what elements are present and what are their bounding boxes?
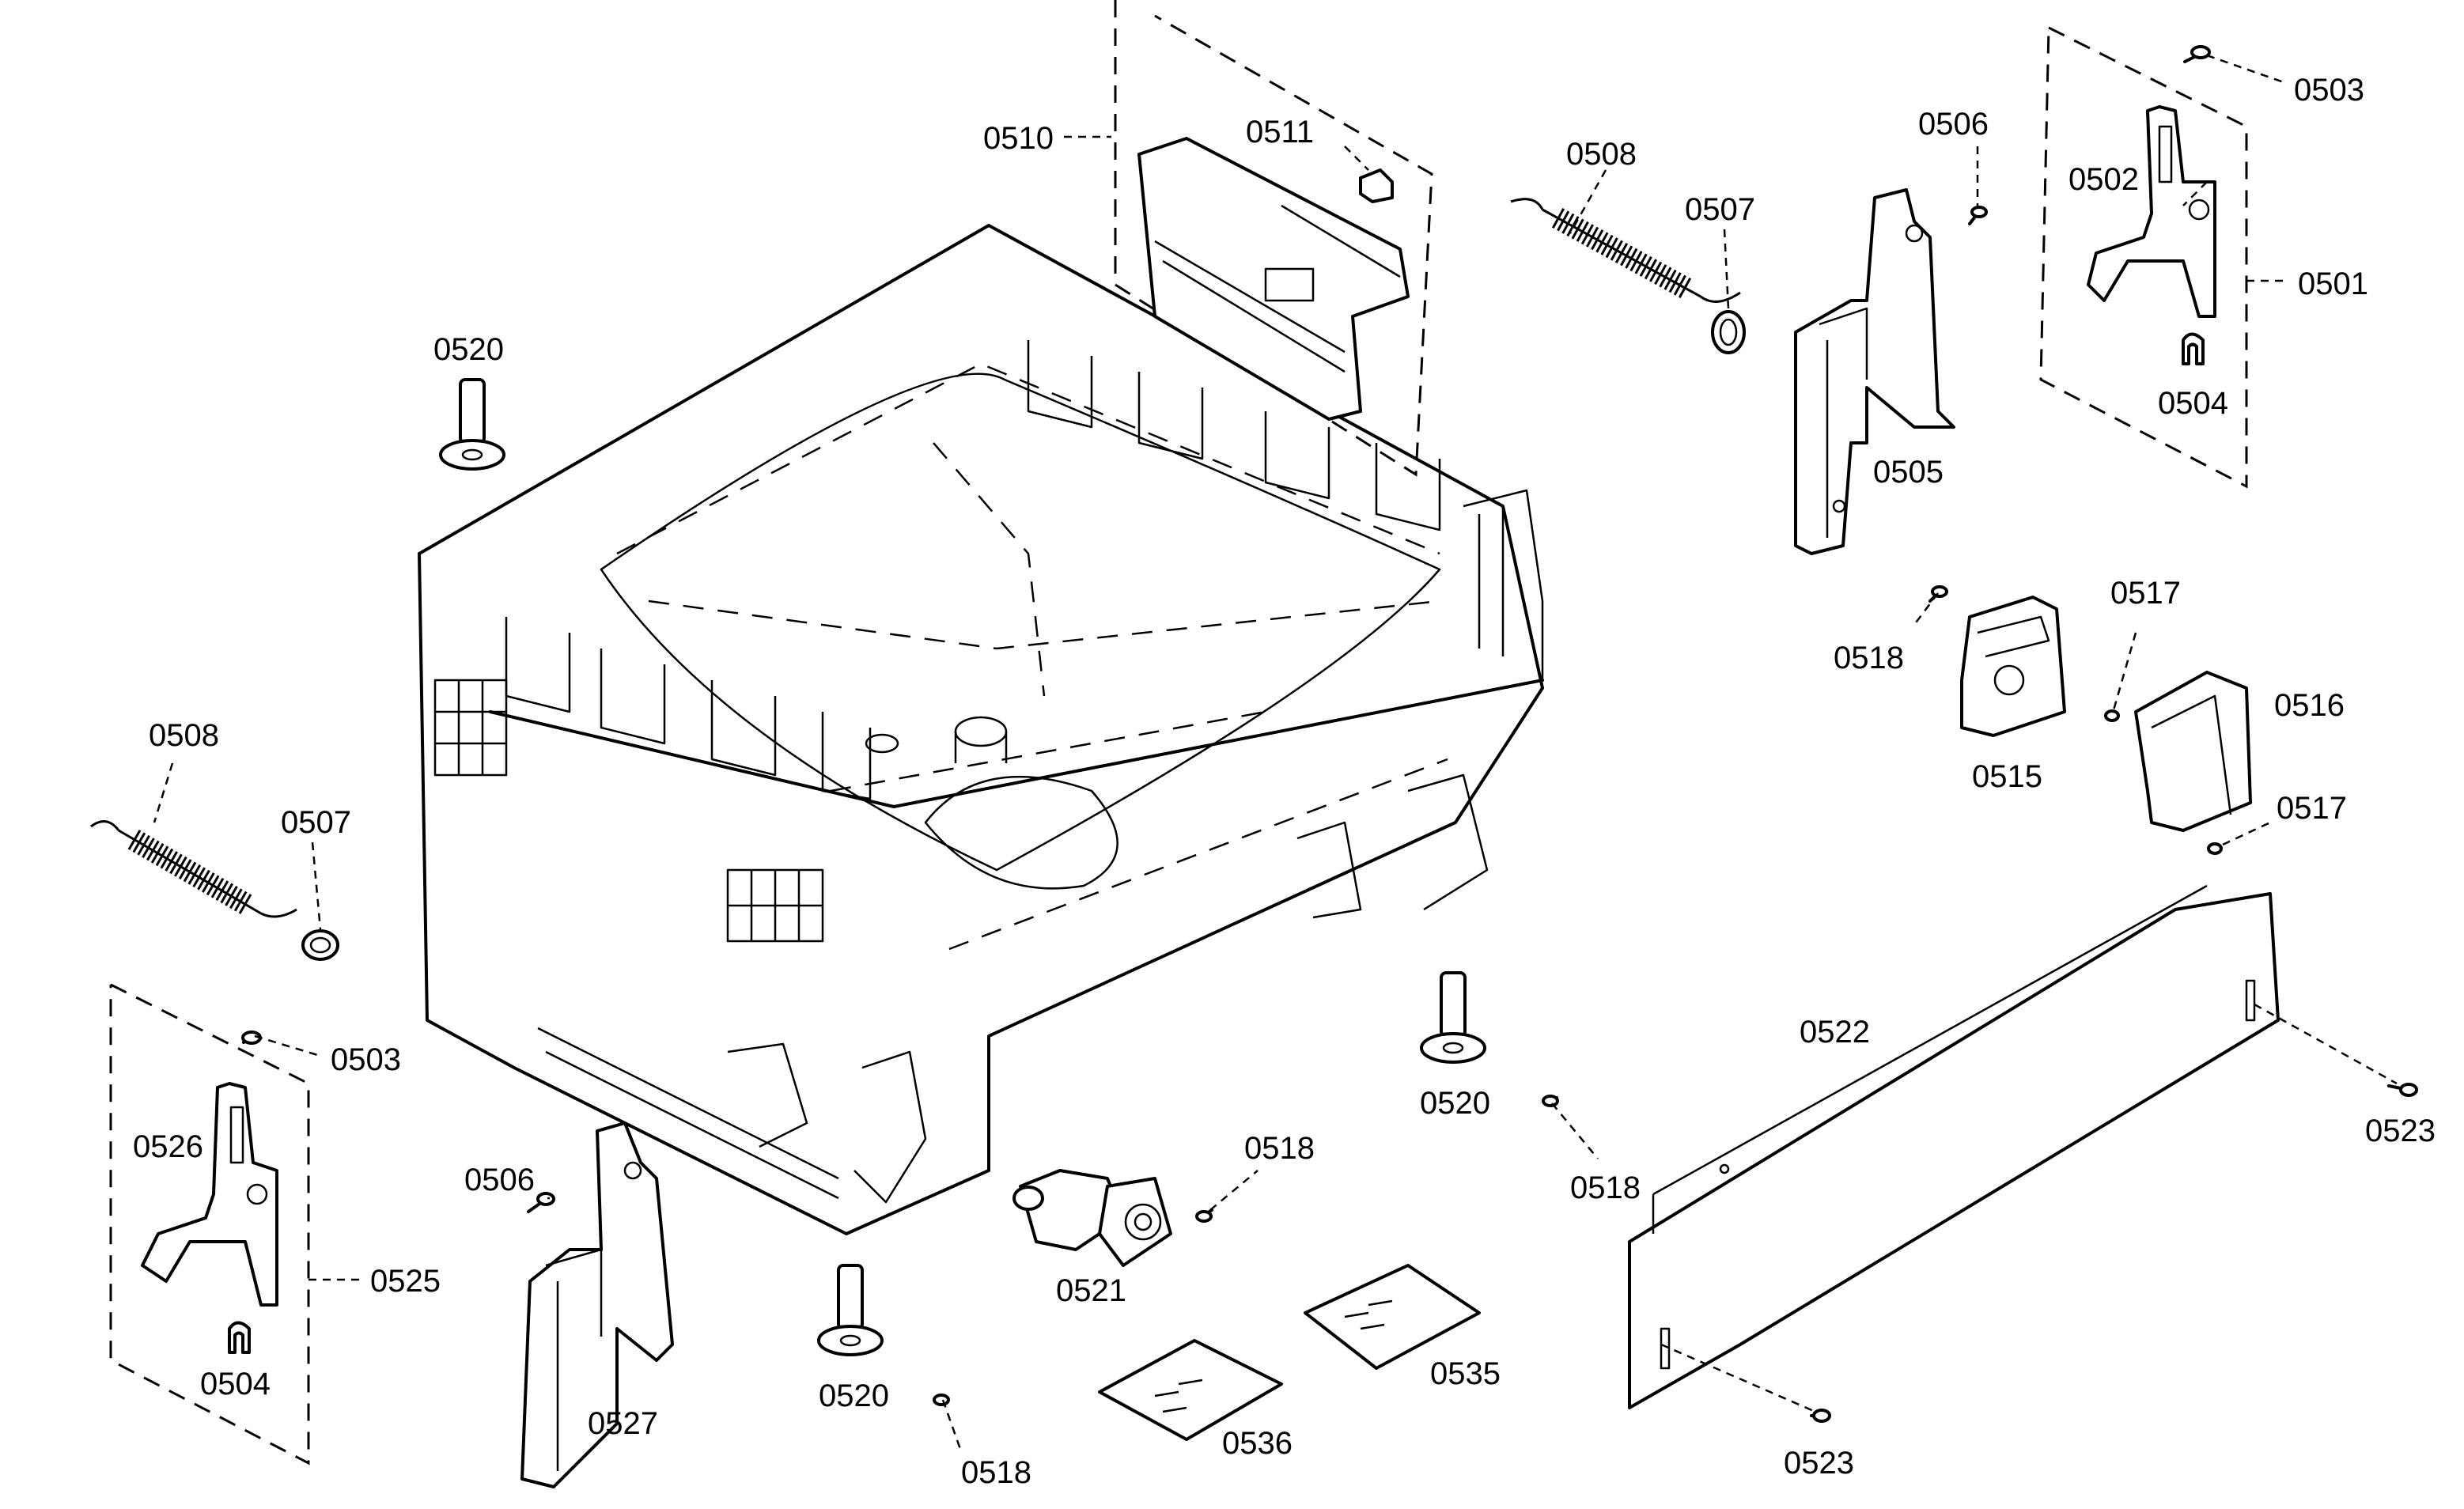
screw-0518-valve [1195,1208,1213,1223]
hinge-bracket-0527 [520,1121,674,1488]
screw-0523-right [2387,1083,2418,1097]
label-0506-lower: 0506 [464,1163,535,1197]
label-0507-upper: 0507 [1685,192,1755,227]
inlet-valve-0521 [1012,1169,1172,1267]
label-0507-lower: 0507 [281,805,351,840]
screw-0506-lower [527,1192,555,1213]
label-0522: 0522 [1800,1015,1870,1049]
label-0515: 0515 [1972,759,2042,794]
hardware-bag-0536 [1098,1339,1283,1441]
clip-0504-upper [2182,332,2205,365]
screw-0518-bottom [933,1394,950,1406]
part-labels: 0510 0511 0508 0507 0506 0503 0502 0501 … [133,73,2436,1490]
foot-0520-upper-left [439,378,505,471]
foot-0520-lower [817,1264,884,1356]
screw-0523-bottom [1810,1409,1831,1423]
foot-0520-middle [1420,971,1486,1064]
label-0511: 0511 [1246,115,1314,149]
label-0517-upper: 0517 [2110,576,2181,611]
label-0503-upper: 0503 [2294,73,2364,108]
label-0505: 0505 [1873,455,1944,490]
door-spring-lower [90,820,297,918]
label-0536: 0536 [1222,1426,1293,1461]
roller-upper [1711,310,1746,354]
label-0504-upper: 0504 [2158,386,2228,421]
label-0502: 0502 [2068,162,2139,197]
hinge-bracket-0526 [141,1082,278,1307]
label-0504-lower: 0504 [200,1367,271,1401]
label-0523-bottom: 0523 [1784,1446,1854,1481]
label-0520-upper: 0520 [433,332,504,367]
control-module-0515 [1960,596,2066,737]
label-0525: 0525 [370,1264,441,1299]
label-0501: 0501 [2298,267,2368,301]
clip-0504-lower [228,1321,251,1354]
kick-plate-0522 [1628,884,2280,1409]
screw-0517-a [2104,709,2120,722]
label-0518-valve: 0518 [1244,1131,1315,1166]
hinge-bracket-0501 [2087,105,2216,318]
label-0503-lower: 0503 [331,1042,401,1077]
dispenser-cap [1359,168,1394,203]
label-0518-bottom: 0518 [961,1455,1031,1490]
door-spring-upper [1510,198,1741,303]
label-0508-upper: 0508 [1566,137,1637,172]
label-0506-upper: 0506 [1918,107,1989,142]
cover-0516 [2134,671,2252,832]
hardware-bag-0535 [1304,1264,1481,1370]
label-0521: 0521 [1056,1273,1126,1308]
hinge-bracket-right [1794,188,1955,555]
label-0508-lower: 0508 [149,718,219,753]
screw-0518-middle [1542,1095,1559,1107]
roller-lower [301,929,339,961]
label-0526: 0526 [133,1129,203,1164]
screw-0506-upper [1968,206,1988,225]
group-outline-0510 [1114,0,1433,477]
label-0518-upper: 0518 [1834,641,1904,675]
label-0516: 0516 [2274,688,2345,723]
screw-0518-upper [1928,585,1948,603]
base-tub [418,224,1544,1235]
label-0535: 0535 [1430,1356,1501,1391]
leader-lines [153,54,2398,1452]
label-0518-middle: 0518 [1570,1171,1641,1205]
screw-0503-upper [2183,45,2211,63]
label-0510: 0510 [983,121,1054,156]
label-0520-lower: 0520 [819,1379,889,1413]
screw-0517-b [2207,842,2223,855]
label-0527: 0527 [588,1406,658,1441]
label-0517-lower: 0517 [2277,791,2347,826]
group-outline-0525 [109,983,310,1466]
label-0523-right: 0523 [2365,1114,2436,1148]
label-0520-middle: 0520 [1420,1086,1490,1121]
group-outline-0501 [2039,26,2248,489]
detergent-dispenser [1137,137,1410,421]
